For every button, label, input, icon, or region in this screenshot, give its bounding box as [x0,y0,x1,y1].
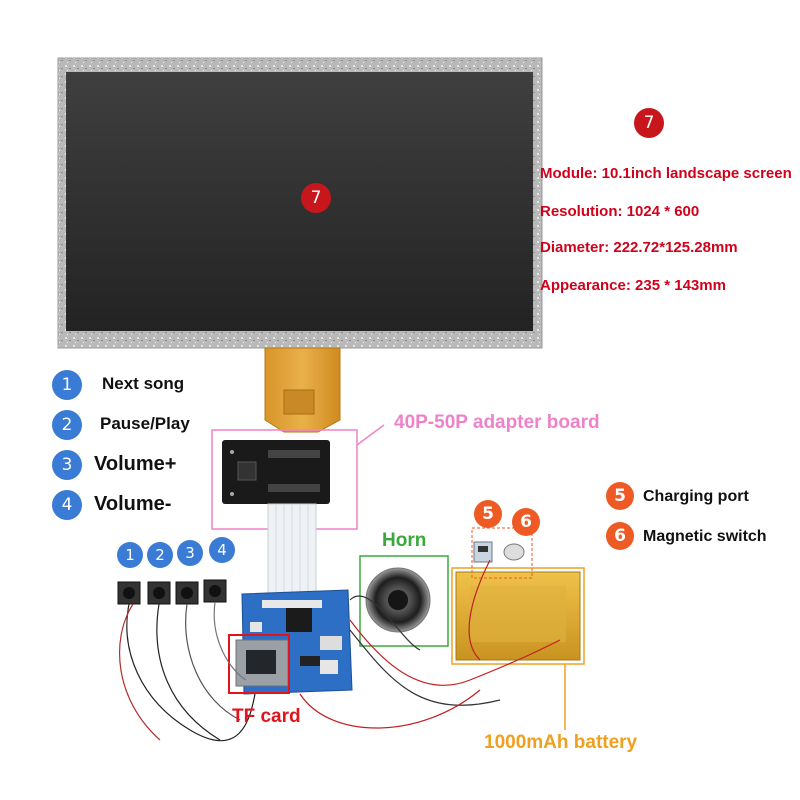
speaker [359,555,449,647]
wires [118,559,561,742]
spec-resolution: Resolution: 1024 * 600 [540,203,700,220]
legend-marker-5: 5 [606,482,634,510]
adapter-board-label: 40P-50P adapter board [394,412,600,433]
horn-label: Horn [382,530,427,551]
battery-label: 1000mAh battery [484,732,638,753]
legend-label-charging-port: Charging port [643,488,749,505]
specs-marker: 7 [634,108,664,138]
control-label-volume-down: Volume- [94,493,172,515]
charging-port-module [471,527,533,579]
spec-appearance: Appearance: 235 * 143mm [540,277,726,294]
control-label-volume-up: Volume+ [94,453,177,475]
tf-card-slot [228,634,290,694]
control-label-next-song: Next song [102,374,185,393]
adapter-board [211,424,385,530]
port-marker-6: 6 [512,508,540,536]
spec-diameter: Diameter: 222.72*125.28mm [540,239,738,256]
button-marker-1: 1 [117,542,143,568]
magnetic-switch-module [503,543,525,561]
legend-label-magnetic-switch: Magnetic switch [643,528,767,545]
button-marker-4: 4 [209,537,235,563]
control-marker-1: 1 [52,370,82,400]
lcd-screen [57,57,543,349]
control-label-pause-play: Pause/Play [100,414,190,433]
control-marker-4: 4 [52,490,82,520]
fpc-cable [264,347,341,433]
control-marker-3: 3 [52,450,82,480]
button-marker-2: 2 [147,542,173,568]
spec-module: Module: 10.1inch landscape screen [540,165,792,182]
button-marker-3: 3 [177,540,203,566]
tf-card-label: TF card [232,706,301,727]
screen-marker: 7 [301,183,331,213]
battery [451,567,585,730]
legend-marker-6: 6 [606,522,634,550]
push-buttons [117,579,227,605]
control-marker-2: 2 [52,410,82,440]
port-marker-5: 5 [474,500,502,528]
ribbon-cable [267,503,317,595]
